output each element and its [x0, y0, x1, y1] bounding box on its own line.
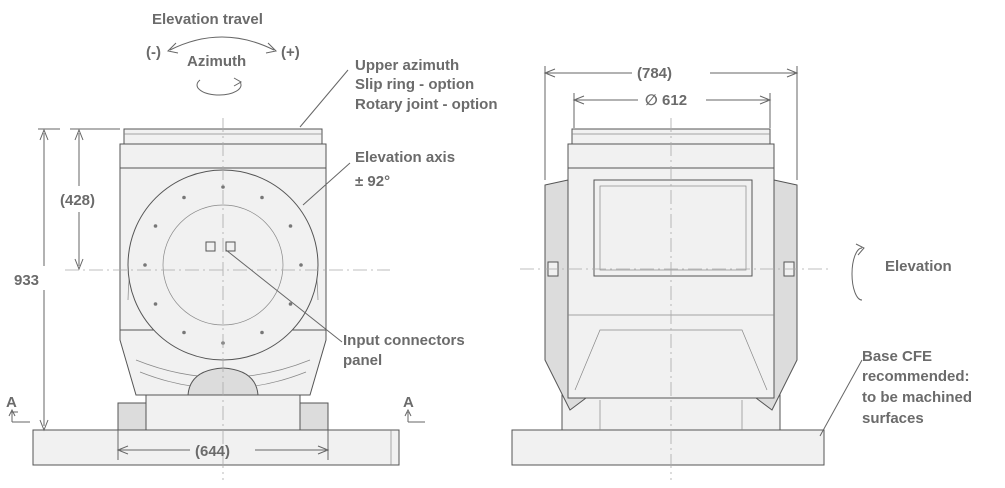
label-elevation: Elevation — [885, 258, 952, 275]
dimensions — [8, 66, 799, 460]
label-dim-644: (644) — [195, 443, 230, 460]
front-left-foot — [117, 402, 147, 431]
side-view — [511, 118, 830, 480]
label-section-a-left: A — [6, 394, 17, 411]
front-bolt-circle — [143, 185, 303, 345]
label-dim-428: (428) — [60, 192, 95, 209]
base-leader — [819, 359, 863, 437]
annotations — [166, 36, 865, 437]
upper-azimuth-leader — [299, 69, 349, 128]
connector-1 — [205, 241, 216, 252]
input-connectors-leader — [225, 249, 343, 343]
label-dim-612: ∅ 612 — [645, 92, 687, 109]
label-base-line3: to be machined — [862, 389, 972, 406]
labels: Elevation travel (-) (+) Azimuth Upper a… — [6, 11, 972, 460]
bolt-hole — [288, 302, 293, 306]
label-section-a-right: A — [403, 394, 414, 411]
side-base-plate — [511, 429, 825, 466]
bolt-hole — [182, 195, 186, 200]
label-input-connectors: Input connectors — [343, 332, 465, 349]
front-right-foot — [299, 402, 329, 431]
bolt-hole — [153, 224, 158, 228]
bolt-hole — [260, 195, 264, 200]
label-base-line2: recommended: — [862, 368, 970, 385]
azimuth-rotation-arrow — [196, 79, 242, 96]
bolt-hole — [299, 263, 303, 267]
label-dim-933: 933 — [14, 272, 39, 289]
label-base-line1: Base CFE — [862, 348, 932, 365]
side-panel — [593, 179, 753, 277]
label-upper-azimuth: Upper azimuth — [355, 57, 459, 74]
label-slip-ring: Slip ring - option — [355, 76, 474, 93]
front-elevation-disk-inner — [162, 204, 284, 326]
label-elevation-range: ± 92° — [355, 173, 390, 190]
label-elevation-travel: Elevation travel — [152, 11, 263, 28]
connector-2 — [225, 241, 236, 252]
label-base-line4: surfaces — [862, 410, 924, 427]
label-plus: (+) — [281, 44, 300, 61]
front-view — [32, 118, 400, 480]
elevation-travel-arc — [169, 36, 275, 51]
bolt-hole — [260, 330, 264, 335]
front-base-plate — [32, 429, 400, 466]
label-input-panel: panel — [343, 352, 382, 369]
bolt-hole — [182, 330, 186, 335]
label-azimuth: Azimuth — [187, 53, 246, 70]
label-elevation-axis: Elevation axis — [355, 149, 455, 166]
label-rotary-joint: Rotary joint - option — [355, 96, 497, 113]
bolt-hole — [288, 224, 293, 228]
bolt-hole — [153, 302, 158, 306]
bolt-hole — [143, 263, 147, 267]
elevation-axis-leader — [302, 162, 351, 206]
label-dim-784: (784) — [637, 65, 672, 82]
bolt-hole — [221, 185, 225, 189]
elevation-rotation-arrow — [851, 247, 863, 301]
label-minus: (-) — [146, 44, 161, 61]
